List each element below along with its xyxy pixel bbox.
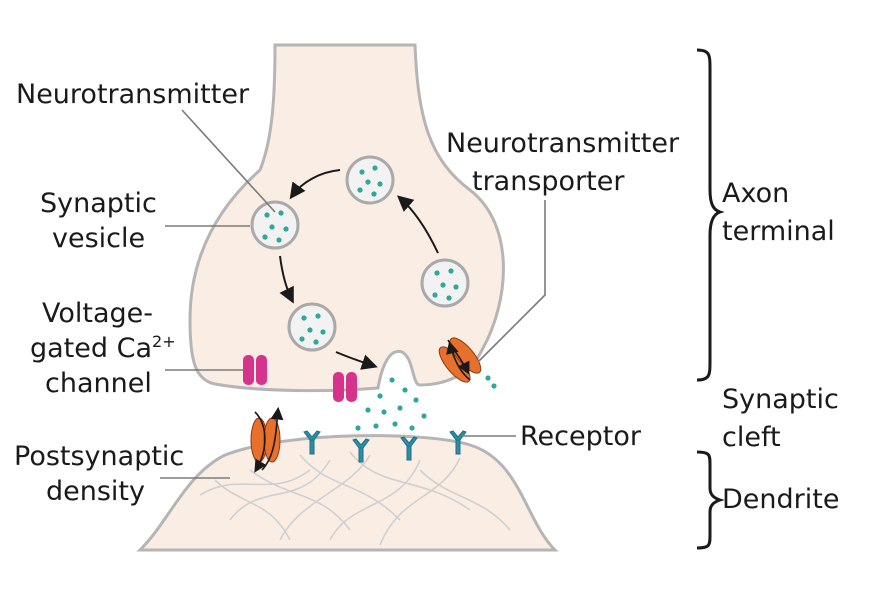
vesicle-right	[420, 258, 470, 308]
label-postsynaptic-2: density	[46, 476, 145, 507]
label-transporter-1: Neurotransmitter	[446, 128, 680, 159]
label-vgcc-2-main: gated Ca	[30, 333, 152, 364]
leader-transporter	[477, 200, 546, 363]
label-vgcc-3: channel	[45, 368, 152, 399]
label-neurotransmitter: Neurotransmitter	[16, 79, 250, 110]
brace-axon-terminal	[696, 48, 725, 382]
label-dendrite: Dendrite	[722, 484, 839, 515]
label-receptor: Receptor	[520, 421, 642, 452]
presynaptic-transporter-arrows	[446, 339, 471, 381]
vesicle-left	[250, 200, 300, 250]
axon-terminal-shape	[188, 43, 505, 393]
calcium-channel-left	[243, 355, 267, 385]
label-transporter-2: transporter	[472, 166, 625, 197]
postsynaptic-transporter-arrows	[254, 406, 284, 473]
dendrite-shape	[136, 434, 559, 552]
vesicle-bottom	[287, 302, 337, 352]
postsynaptic-density-filaments	[199, 451, 511, 546]
leader-neurotransmitter	[181, 109, 276, 213]
label-axon-1: Axon	[722, 178, 789, 209]
brace-dendrite	[696, 450, 725, 550]
label-synaptic-vesicle-2: vesicle	[52, 223, 145, 254]
receptor-3	[400, 436, 418, 461]
receptors	[303, 430, 467, 463]
label-cleft-1: Synaptic	[722, 384, 839, 415]
label-vgcc-sup: 2+	[152, 332, 176, 351]
label-vgcc-1: Voltage-	[42, 298, 153, 329]
label-cleft-2: cleft	[722, 422, 781, 453]
calcium-channel-right	[333, 372, 357, 402]
receptor-2	[352, 438, 370, 463]
label-vgcc-2: gated Ca2+	[30, 332, 176, 364]
vesicle-cycle-arrows	[279, 169, 439, 370]
label-synaptic-vesicle-1: Synaptic	[40, 188, 157, 219]
receptor-4	[449, 430, 467, 455]
label-postsynaptic-1: Postsynaptic	[14, 441, 184, 472]
label-axon-2: terminal	[722, 216, 835, 247]
vesicle-top	[345, 155, 395, 205]
receptor-1	[303, 430, 321, 455]
released-neurotransmitter	[355, 375, 497, 431]
